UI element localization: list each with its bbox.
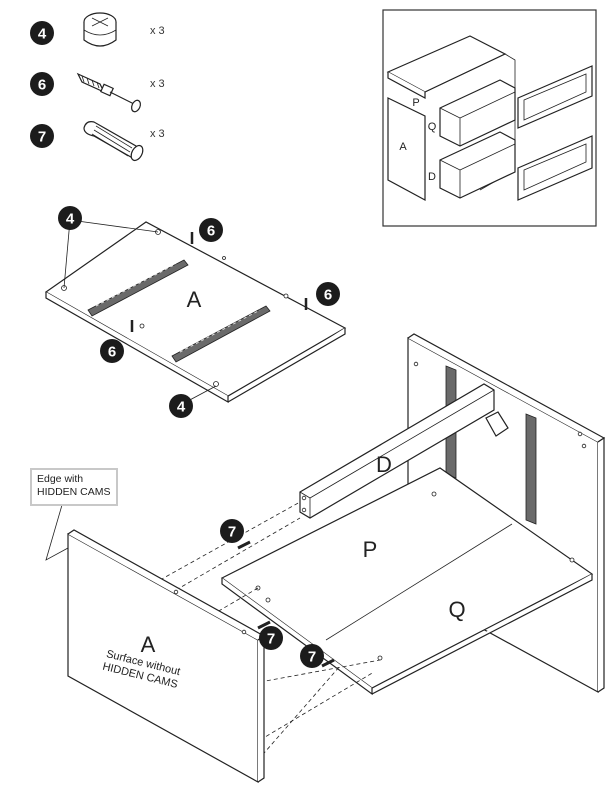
top-panel-a: A xyxy=(44,219,347,404)
callout-line1: Edge with xyxy=(37,473,84,485)
step-badge-7-b: 7 xyxy=(259,626,283,650)
step-badge-7-a: 7 xyxy=(220,519,244,543)
callout-line2: HIDDEN CAMS xyxy=(37,486,111,498)
cam-bolt-icon xyxy=(76,72,141,113)
cam-lock-icon xyxy=(83,12,117,47)
step-badge-6-right: 6 xyxy=(316,282,340,306)
assembled-cabinet-inset: A P Q D xyxy=(382,9,597,227)
inset-label-a: A xyxy=(399,141,407,153)
drawer-rail xyxy=(171,305,271,363)
step-badge-4-bottom: 4 xyxy=(169,394,193,418)
top-panel-label: A xyxy=(187,287,202,312)
svg-text:7: 7 xyxy=(308,649,316,666)
svg-text:6: 6 xyxy=(324,287,332,304)
step-badge-4-top: 4 xyxy=(58,206,82,230)
svg-text:6: 6 xyxy=(108,344,116,361)
inset-label-q: Q xyxy=(428,121,437,133)
svg-text:7: 7 xyxy=(38,129,46,146)
back-rail-label: D xyxy=(376,452,392,477)
step-badge-6-top-right: 6 xyxy=(199,218,223,242)
side-panel-label: A xyxy=(141,632,156,657)
side-panel-a xyxy=(67,532,259,784)
part-6-qty: x 3 xyxy=(150,78,165,90)
svg-text:7: 7 xyxy=(267,631,275,648)
hidden-cams-callout: Edge with HIDDEN CAMS xyxy=(30,468,118,506)
part-4-badge: 4 xyxy=(30,21,54,45)
part-6-badge: 6 xyxy=(30,72,54,96)
back-rail-d xyxy=(299,383,495,519)
step-badge-7-c: 7 xyxy=(300,644,324,668)
svg-text:4: 4 xyxy=(177,399,186,416)
svg-text:6: 6 xyxy=(38,77,46,94)
carcass-assembly: D P Q A Surface without xyxy=(45,333,606,784)
part-4-qty: x 3 xyxy=(150,25,165,37)
bottom-p-label: P xyxy=(363,537,378,562)
inset-label-d: D xyxy=(428,171,436,183)
part-7-badge: 7 xyxy=(30,124,54,148)
drawer-rail xyxy=(87,259,189,317)
svg-text:4: 4 xyxy=(38,26,47,43)
parts-list: 4 x 3 6 x 3 7 xyxy=(30,12,165,162)
svg-text:6: 6 xyxy=(207,223,215,240)
svg-text:4: 4 xyxy=(66,211,75,228)
bottom-q-label: Q xyxy=(448,597,465,622)
inset-label-p: P xyxy=(412,97,419,109)
wood-dowel-icon xyxy=(83,121,144,162)
part-7-qty: x 3 xyxy=(150,128,165,140)
svg-text:7: 7 xyxy=(228,524,236,541)
step-badge-6-left: 6 xyxy=(100,339,124,363)
